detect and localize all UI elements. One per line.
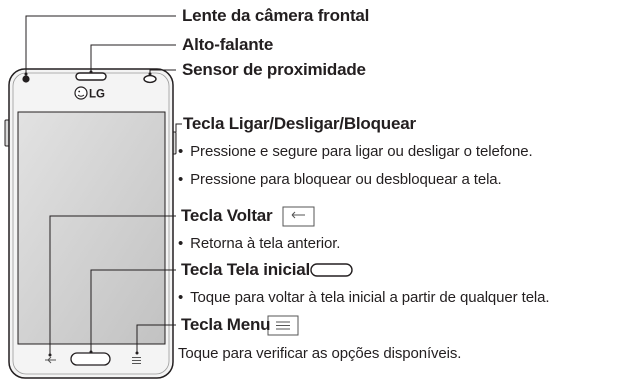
dot-menu xyxy=(135,351,139,355)
front-camera-label: Lente da câmera frontal xyxy=(182,6,370,25)
menu-label-icon xyxy=(267,315,299,336)
front-camera xyxy=(22,75,30,83)
proximity-sensor xyxy=(143,74,157,84)
home-desc: Toque para voltar à tela inicial a parti… xyxy=(178,289,549,306)
power-desc-1: Pressione e segure para ligar ou desliga… xyxy=(178,143,533,160)
leader-menu xyxy=(136,324,176,353)
lg-logo: LG xyxy=(74,86,105,101)
home-label-icon xyxy=(310,263,353,277)
leader-front-camera xyxy=(25,15,176,74)
dot-front-camera xyxy=(24,72,28,76)
dot-proximity xyxy=(148,72,152,76)
proximity-label: Sensor de proximidade xyxy=(182,60,366,79)
back-key-label: Tecla Voltar xyxy=(181,206,273,225)
leader-power xyxy=(175,123,182,132)
back-desc: Retorna à tela anterior. xyxy=(178,235,340,252)
power-desc-2: Pressione para bloquear ou desbloquear a… xyxy=(178,171,502,188)
power-key-label: Tecla Ligar/Desligar/Bloquear xyxy=(183,114,416,133)
dot-back xyxy=(48,353,52,357)
leader-home xyxy=(90,269,176,352)
speaker-grille xyxy=(75,72,107,81)
menu-key-icon xyxy=(132,357,141,364)
dot-speaker xyxy=(89,70,93,74)
back-label-icon xyxy=(282,206,315,227)
leader-speaker xyxy=(90,44,176,72)
back-key-icon xyxy=(45,356,56,364)
logo-text: LG xyxy=(89,89,105,101)
menu-desc: Toque para verificar as opções disponíve… xyxy=(178,345,462,362)
speaker-label: Alto-falante xyxy=(182,35,274,54)
leader-back xyxy=(49,215,176,355)
menu-key-label: Tecla Menu xyxy=(181,315,271,334)
home-key-icon xyxy=(70,352,111,366)
dot-home xyxy=(89,350,93,354)
home-key-label: Tecla Tela inicial xyxy=(181,260,310,279)
